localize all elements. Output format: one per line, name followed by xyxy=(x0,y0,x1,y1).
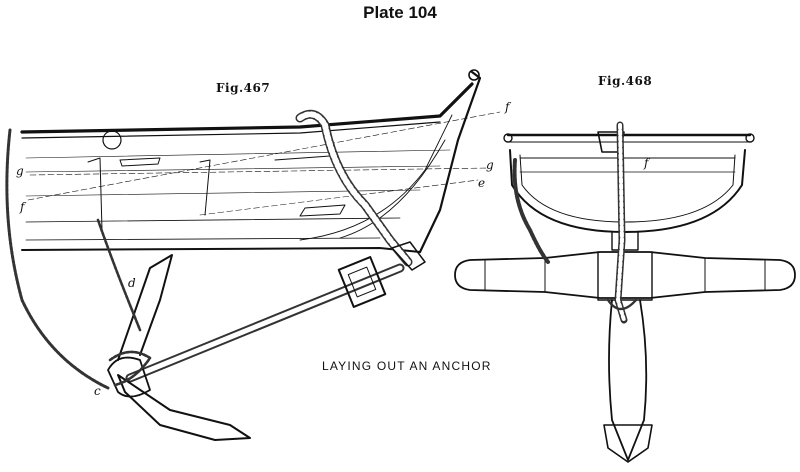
reference-letter-e-right: e xyxy=(478,176,486,190)
boat-hull-line xyxy=(21,247,421,253)
reference-letter-f-right: f xyxy=(505,100,510,114)
anchor-stock xyxy=(337,256,387,308)
reference-letter-c: c xyxy=(94,384,101,398)
boat-gunwale-inner xyxy=(21,121,441,139)
stern-hull xyxy=(509,149,746,233)
thwart-knee xyxy=(87,157,103,231)
thwart-knee xyxy=(299,204,346,217)
anchor-stock-end-view xyxy=(454,251,796,299)
reference-letter-g-left: g xyxy=(16,164,24,178)
stern-knob-right xyxy=(745,133,755,143)
trip-line xyxy=(96,218,142,332)
reference-line-g xyxy=(29,167,489,176)
anchor-fluke-upper xyxy=(117,254,173,361)
stern-knob-left xyxy=(503,133,513,143)
anchor-stock-inner xyxy=(347,266,377,298)
diagram-caption: LAYING OUT AN ANCHOR xyxy=(322,359,492,373)
reference-letter-f-left: f xyxy=(20,200,25,214)
boat-keel xyxy=(25,237,381,241)
anchor-cable-twist xyxy=(297,111,411,265)
bow-shackle xyxy=(391,241,426,271)
fig-467-label: Fig.467 xyxy=(216,81,271,95)
boat-stem xyxy=(418,70,482,254)
side-rope-end-view xyxy=(512,158,550,264)
anchor-crown xyxy=(107,356,151,398)
boat-plank-line xyxy=(25,165,441,173)
fig-468-label: Fig.468 xyxy=(598,74,653,88)
keel-post xyxy=(611,231,639,251)
thwart-knee xyxy=(119,157,161,167)
boat-gunwale xyxy=(20,82,474,134)
reference-line-e xyxy=(199,179,479,216)
stock-center-collar xyxy=(597,251,653,301)
lashing-end-view xyxy=(606,298,638,311)
buoy-rope xyxy=(5,128,110,390)
stern-hull-inner xyxy=(519,154,736,223)
plate-title: Plate 104 xyxy=(363,3,437,22)
reference-letter-d: d xyxy=(128,276,136,290)
thwart-knee xyxy=(199,159,211,216)
boat-bow-planking xyxy=(339,139,446,239)
lashing-rope xyxy=(108,350,152,387)
boat-plank-line xyxy=(25,149,451,159)
anchor-shank-highlight xyxy=(127,265,403,381)
oarlock xyxy=(102,130,122,150)
stem-ring xyxy=(468,69,480,81)
reference-line-f xyxy=(27,111,501,201)
anchor-shank-end-view xyxy=(608,299,648,461)
boat-waterline xyxy=(25,217,401,223)
reference-letter-g-right: g xyxy=(486,158,494,172)
reference-letter-f-fig468: f xyxy=(644,156,649,170)
anchor-fluke-lower xyxy=(117,374,251,441)
anchor-fluke-end-view xyxy=(603,424,653,463)
thwart-knee xyxy=(274,155,331,161)
